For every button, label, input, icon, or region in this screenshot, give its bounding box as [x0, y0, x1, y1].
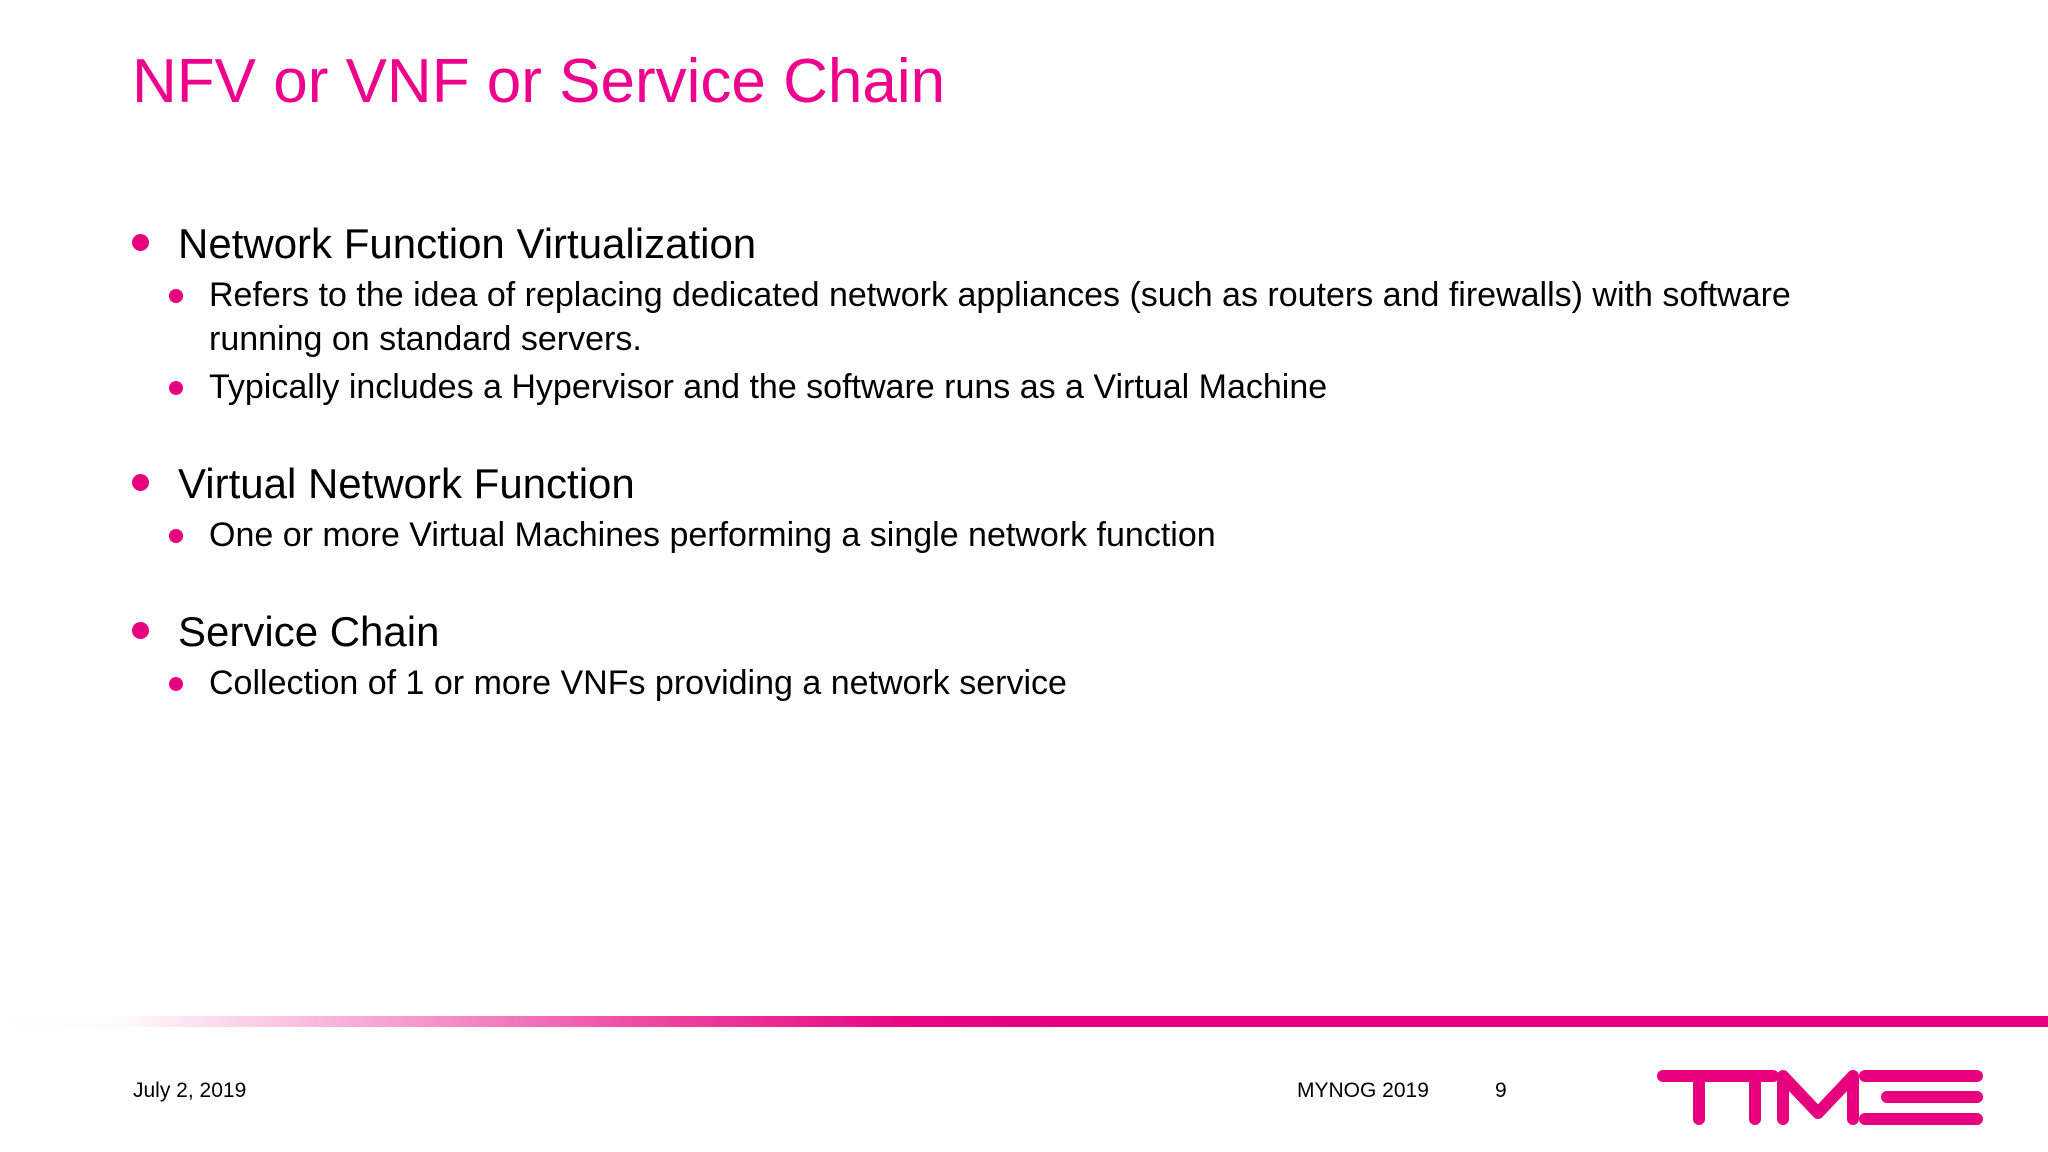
list-item: Virtual Network Function	[132, 458, 1952, 509]
list-item: Typically includes a Hypervisor and the …	[132, 365, 1952, 409]
bullet-subtext: Refers to the idea of replacing dedicate…	[209, 276, 1791, 359]
bullet-dot-icon	[169, 289, 183, 304]
list-item: Service Chain	[132, 606, 1952, 657]
bullet-dot-icon	[169, 380, 183, 395]
bullet-group-service-chain: Service Chain Collection of 1 or more VN…	[132, 606, 1952, 705]
bullet-dot-icon	[132, 234, 149, 251]
bullet-dot-icon	[132, 622, 149, 640]
footer-divider	[0, 1016, 2048, 1027]
page-title: NFV or VNF or Service Chain	[132, 47, 946, 116]
slide-body: Network Function Virtualization Refers t…	[132, 218, 1952, 709]
bullet-subtext: One or more Virtual Machines performing …	[209, 516, 1216, 555]
list-item: Collection of 1 or more VNFs providing a…	[132, 661, 1952, 705]
time-logo	[1655, 1063, 1985, 1129]
footer-event-name: MYNOG 2019	[1297, 1079, 1429, 1102]
list-item: Network Function Virtualization	[132, 218, 1952, 269]
bullet-group-vnf: Virtual Network Function One or more Vir…	[132, 458, 1952, 557]
bullet-dot-icon	[169, 529, 183, 544]
list-item: Refers to the idea of replacing dedicate…	[132, 273, 1952, 361]
footer-date: July 2, 2019	[133, 1079, 247, 1102]
bullet-heading: Network Function Virtualization	[178, 220, 757, 267]
bullet-heading: Virtual Network Function	[178, 459, 635, 507]
group-spacer	[132, 560, 1952, 606]
bullet-subtext: Collection of 1 or more VNFs providing a…	[209, 664, 1067, 703]
page-number: 9	[1495, 1079, 1507, 1102]
bullet-dot-icon	[132, 473, 149, 491]
bullet-subtext: Typically includes a Hypervisor and the …	[209, 367, 1328, 406]
list-item: One or more Virtual Machines performing …	[132, 513, 1952, 557]
bullet-group-nfv: Network Function Virtualization Refers t…	[132, 218, 1952, 409]
bullet-dot-icon	[169, 677, 183, 692]
group-spacer	[132, 412, 1952, 458]
bullet-heading: Service Chain	[178, 608, 440, 656]
